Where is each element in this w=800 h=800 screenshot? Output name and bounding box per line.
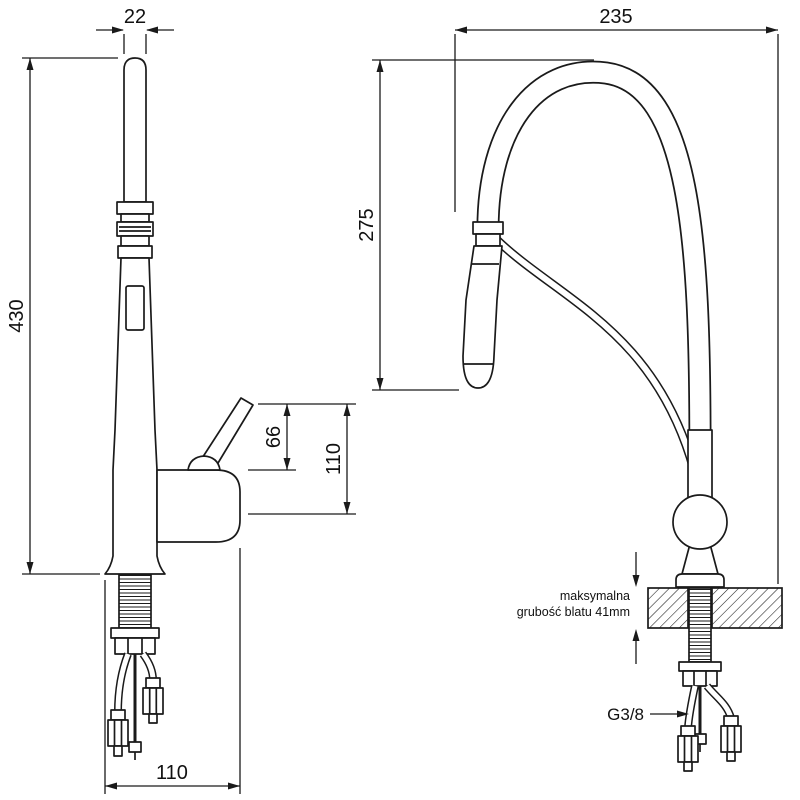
dim-label-spout-width: 22 bbox=[124, 6, 146, 28]
countertop-section-right bbox=[711, 587, 783, 629]
dimension-base-depth: 110 bbox=[104, 548, 241, 794]
counter-note-line2: grubość blatu 41mm bbox=[517, 605, 630, 619]
dim-label-base-depth: 110 bbox=[156, 762, 188, 784]
countertop-section-left bbox=[647, 587, 689, 629]
dim-label-spout-height: 275 bbox=[356, 208, 378, 241]
counter-note-line1: maksymalna bbox=[560, 589, 630, 603]
dimension-reach: 235 bbox=[454, 6, 779, 584]
thread-size-label: G3/8 bbox=[607, 705, 644, 724]
dim-label-total-height: 430 bbox=[6, 299, 28, 332]
dimension-total-height: 430 bbox=[6, 57, 118, 575]
thread-size-callout: G3/8 bbox=[607, 705, 689, 724]
faucet-spout-column bbox=[123, 57, 147, 203]
mounting-washer bbox=[110, 627, 160, 639]
faucet-valve-body bbox=[156, 469, 241, 543]
mounting-shank-thread-right bbox=[688, 587, 712, 663]
base-ball-joint bbox=[672, 494, 728, 550]
dimension-spout-height: 275 bbox=[356, 59, 594, 391]
dim-label-reach: 235 bbox=[599, 6, 632, 28]
faucet-handle-dome bbox=[187, 455, 221, 471]
dimension-counter-thickness: maksymalna grubość blatu 41mm bbox=[517, 552, 640, 664]
mounting-washer-right bbox=[678, 661, 722, 672]
mounting-shank-thread bbox=[118, 574, 152, 629]
mounting-nut bbox=[114, 637, 156, 655]
spray-head bbox=[462, 221, 504, 389]
dim-label-lever-height: 66 bbox=[263, 426, 285, 448]
faucet-body-panel bbox=[125, 285, 145, 331]
faucet-body bbox=[104, 257, 166, 575]
spray-hose-fill bbox=[494, 237, 697, 471]
dimension-lever-height: 66 110 bbox=[248, 403, 356, 515]
dimension-spout-width: 22 bbox=[96, 6, 174, 54]
supply-hoses bbox=[107, 651, 164, 760]
gooseneck-tube-fill bbox=[478, 62, 710, 446]
supply-hoses-right bbox=[677, 683, 742, 772]
dim-label-body-height: 110 bbox=[323, 443, 345, 475]
spray-hose bbox=[493, 236, 699, 472]
mounting-nut-right bbox=[682, 670, 718, 687]
left-faucet-view bbox=[104, 57, 254, 760]
base-flange bbox=[675, 573, 725, 588]
right-faucet-view bbox=[462, 60, 783, 772]
faucet-collar-rings bbox=[116, 201, 154, 259]
